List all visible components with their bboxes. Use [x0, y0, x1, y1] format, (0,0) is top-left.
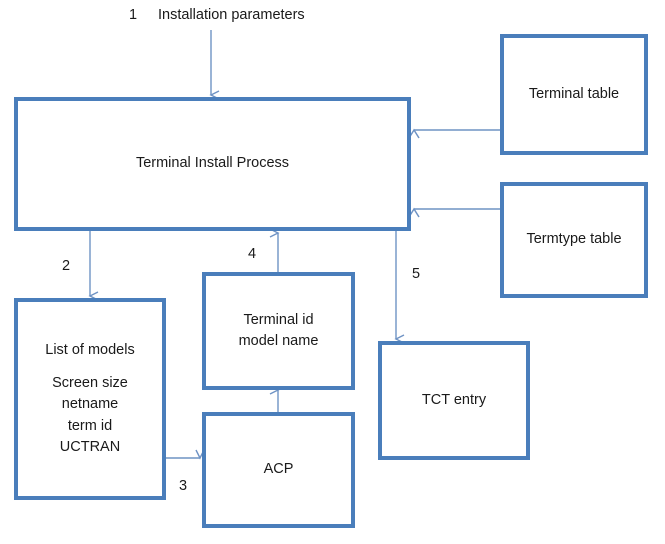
node-tct-entry[interactable]: TCT entry [378, 341, 530, 460]
node-list-of-models-line-1: List of models [45, 342, 135, 359]
node-list-of-models-line-5: UCTRAN [59, 438, 121, 455]
node-terminal-id-model-name[interactable]: Terminal id model name [202, 272, 355, 390]
node-list-of-models-line-2: Screen size [52, 375, 128, 392]
node-terminal-id-line-1: Terminal id [243, 311, 314, 328]
node-terminal-id-line-2: model name [238, 333, 319, 349]
node-list-of-models-line-3: netname [61, 396, 119, 413]
node-tct-entry-label: TCT entry [421, 391, 487, 408]
label-number-1: 1 [129, 7, 138, 23]
node-terminal-table-label: Terminal table [528, 85, 620, 102]
node-termtype-table[interactable]: Termtype table [500, 182, 648, 298]
node-acp-label: ACP [263, 461, 294, 478]
label-number-3: 3 [179, 478, 188, 494]
label-number-5: 5 [412, 266, 421, 282]
node-list-of-models-line-4: term id [67, 417, 113, 434]
label-number-2: 2 [62, 258, 71, 274]
label-number-4: 4 [248, 246, 257, 262]
node-acp[interactable]: ACP [202, 412, 355, 528]
node-list-of-models[interactable]: List of models Screen size netname term … [14, 298, 166, 500]
node-termtype-table-label: Termtype table [526, 231, 622, 248]
node-list-of-models-spacer [18, 361, 162, 373]
node-terminal-table[interactable]: Terminal table [500, 34, 648, 155]
label-installation-parameters: Installation parameters [158, 7, 305, 23]
node-terminal-install-process[interactable]: Terminal Install Process [14, 97, 411, 231]
node-terminal-install-process-label: Terminal Install Process [135, 155, 290, 172]
